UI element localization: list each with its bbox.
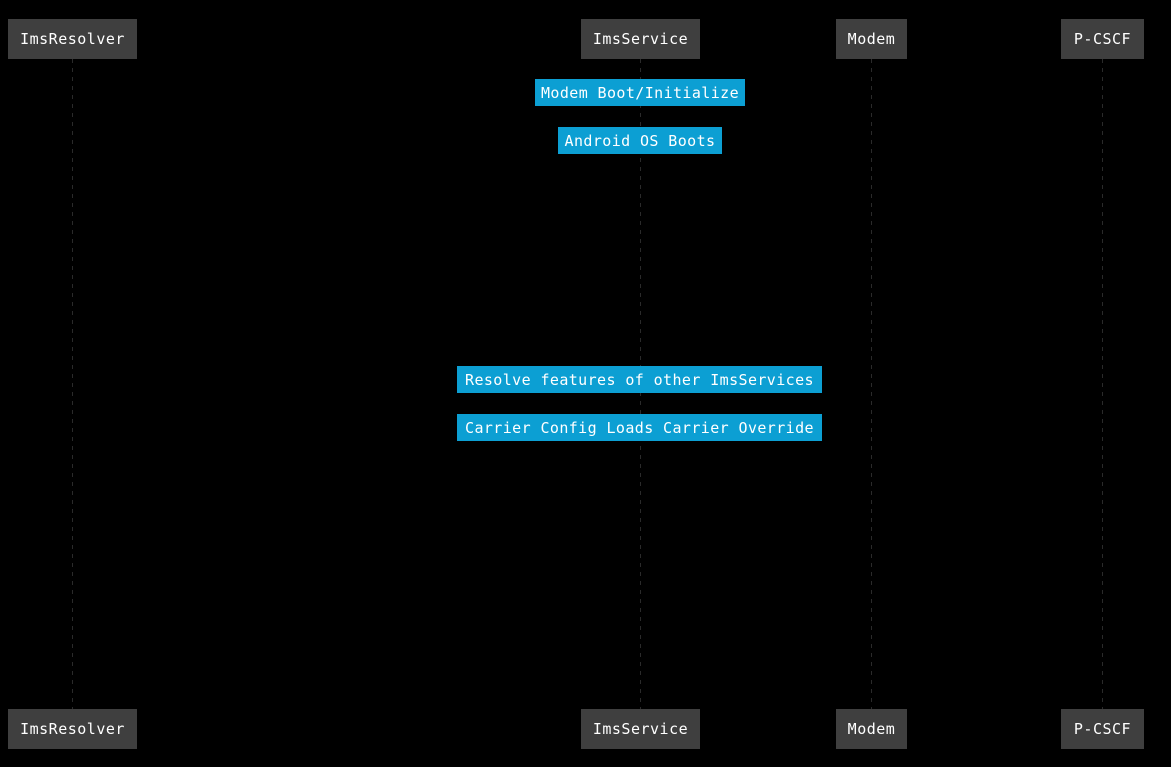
lifeline-modem [871, 59, 872, 709]
lifeline-ims-resolver [72, 59, 73, 709]
participant-footer-p-cscf[interactable]: P-CSCF [1061, 709, 1144, 749]
participant-header-modem[interactable]: Modem [836, 19, 907, 59]
participant-footer-ims-resolver[interactable]: ImsResolver [8, 709, 137, 749]
participant-header-ims-resolver[interactable]: ImsResolver [8, 19, 137, 59]
participant-footer-ims-service[interactable]: ImsService [581, 709, 700, 749]
lifeline-p-cscf [1102, 59, 1103, 709]
note-modem-boot[interactable]: Modem Boot/Initialize [535, 79, 745, 106]
note-carrier-config[interactable]: Carrier Config Loads Carrier Override [457, 414, 822, 441]
participant-header-ims-service[interactable]: ImsService [581, 19, 700, 59]
note-android-os-boots[interactable]: Android OS Boots [558, 127, 722, 154]
note-resolve-features[interactable]: Resolve features of other ImsServices [457, 366, 822, 393]
participant-footer-modem[interactable]: Modem [836, 709, 907, 749]
participant-header-p-cscf[interactable]: P-CSCF [1061, 19, 1144, 59]
